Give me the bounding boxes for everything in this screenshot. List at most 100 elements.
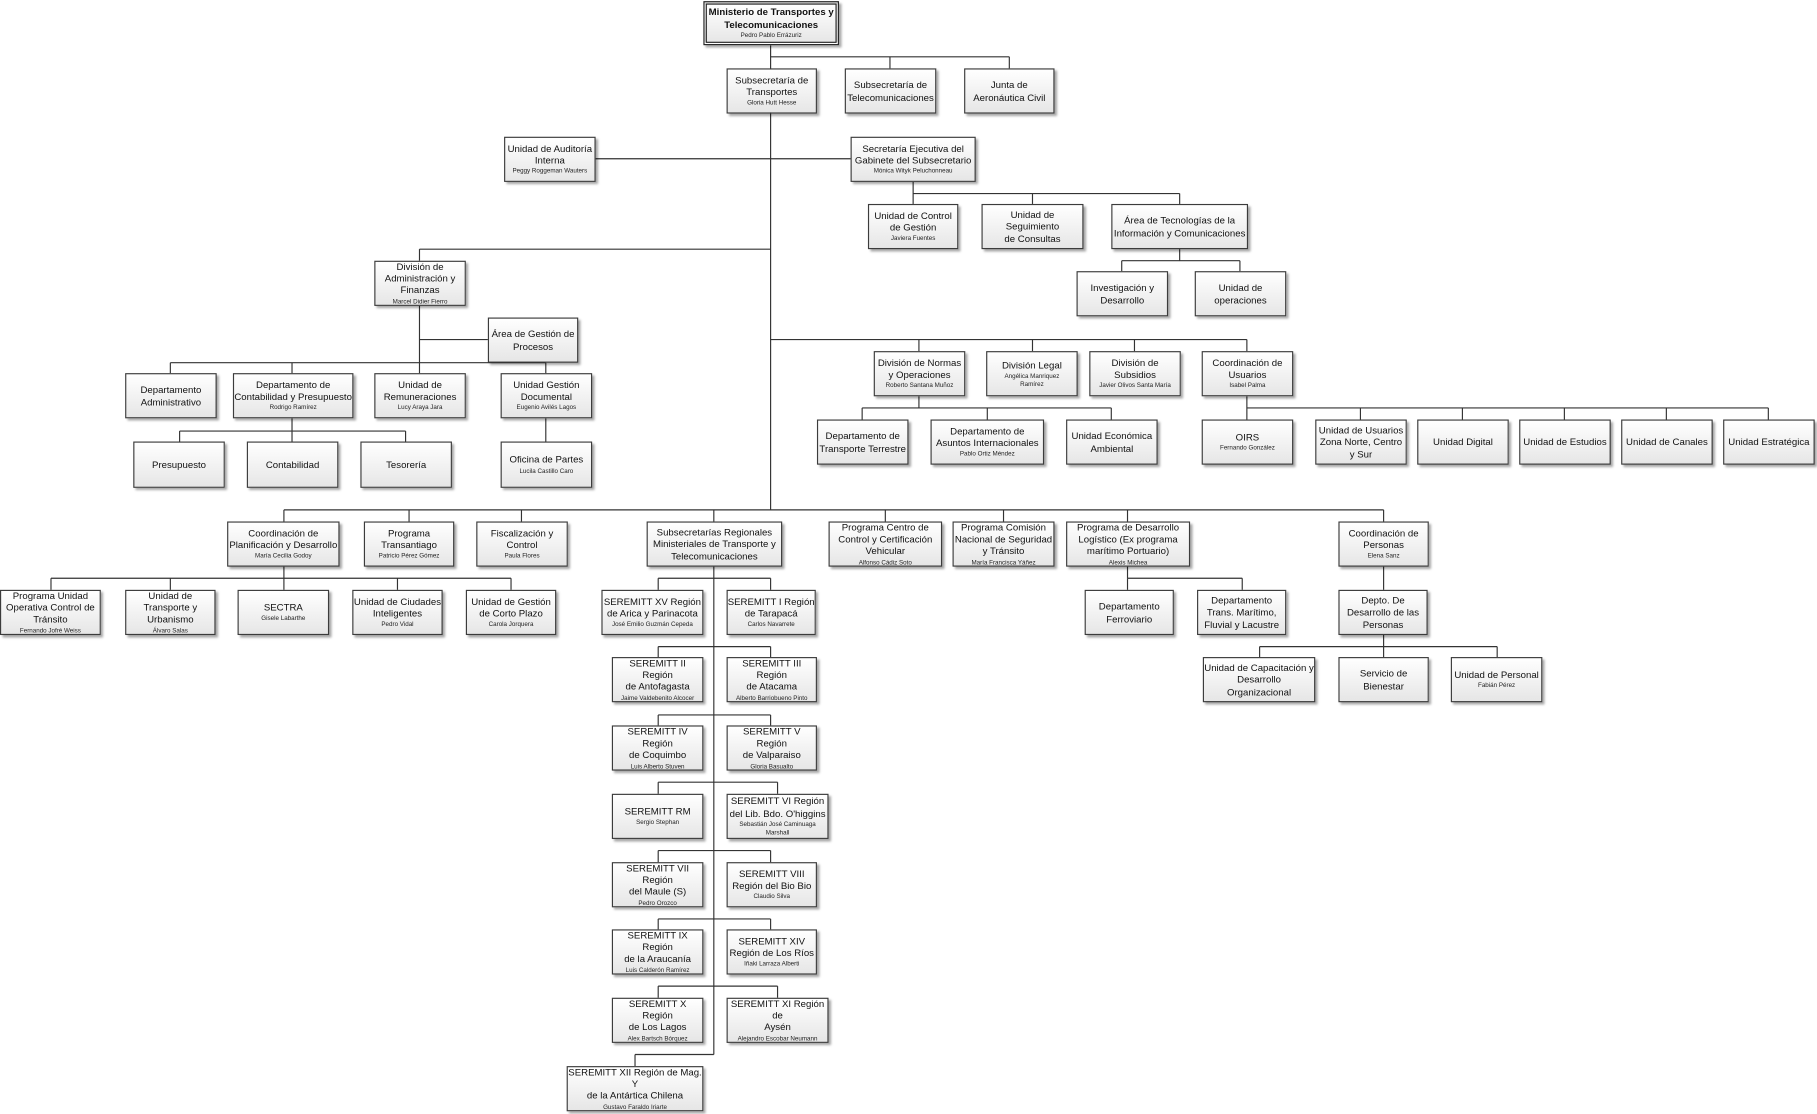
org-node-seremitt-xv[interactable]: SEREMITT XV Región de Arica y Parinacota… [601,589,704,636]
org-node-depto-terrestre[interactable]: Departamento de Transporte Terrestre [816,419,909,465]
org-node-sub-telecom[interactable]: Subsecretaría de Telecomunicaciones [844,68,937,114]
org-node-tesoreria[interactable]: Tesorería [360,441,452,488]
node-person: Lucy Araya Jara [397,404,443,412]
node-title: Área de Tecnologías de la Información y … [1113,214,1246,239]
node-title: SEREMITT XV Región de Arica y Parinacota [603,595,701,619]
org-node-contabilidad[interactable]: Contabilidad [246,441,339,488]
node-person: Javiera Fuentes [890,235,936,243]
node-title: SEREMITT RM [624,805,691,817]
node-title: Unidad de Auditoría Interna [507,142,593,166]
node-person: Alex Bartsch Bórquez [627,1035,688,1043]
node-title: Programa Unidad Operativa Control de Trá… [6,589,95,625]
org-node-unidad-estudios[interactable]: Unidad de Estudios [1519,419,1611,465]
node-person: Elena Sanz [1367,553,1400,561]
org-node-coord-planif[interactable]: Coordinación de Planificación y Desarrol… [227,521,340,567]
node-title: SEREMITT V Región de Valparaiso [742,724,801,761]
org-node-bienestar[interactable]: Servicio de Bienestar [1338,657,1429,703]
org-node-investigacion[interactable]: Investigación y Desarrollo [1076,271,1169,317]
node-title: Depto. De Desarrollo de las Personas [1346,594,1420,631]
node-title: SEREMITT VII Región del Maule (S) [626,861,690,898]
org-node-usuarios-zona[interactable]: Unidad de Usuarios Zona Norte, Centro y … [1315,419,1407,465]
org-node-seremitt-xii[interactable]: SEREMITT XII Región de Mag. Y de la Antá… [566,1065,704,1112]
org-node-operaciones[interactable]: Unidad de operaciones [1194,271,1287,317]
node-person: Paula Flores [504,553,540,561]
org-node-unidad-digital[interactable]: Unidad Digital [1417,419,1509,465]
node-title: Unidad de Transporte y Urbanismo [143,589,198,625]
node-person: Gustavo Faraldo Iriarte [603,1103,667,1111]
org-node-ferroviario[interactable]: Departamento Ferroviario [1084,589,1174,636]
org-node-depto-personas[interactable]: Depto. De Desarrollo de las Personas [1338,589,1428,636]
org-node-prog-conaset[interactable]: Programa Comisión Nacional de Seguridad … [952,521,1055,567]
node-title: Unidad de Canales [1626,436,1708,448]
org-node-seremitt-vi[interactable]: SEREMITT VI Región del Lib. Bdo. O'higgi… [726,793,829,839]
org-node-depto-contab[interactable]: Departamento de Contabilidad y Presupues… [232,373,354,419]
org-node-secretaria-ejec[interactable]: Secretaría Ejecutiva del Gabinete del Su… [850,136,976,182]
org-node-area-tic[interactable]: Área de Tecnologías de la Información y … [1111,203,1249,250]
node-title: SEREMITT XII Región de Mag. Y de la Antá… [568,1065,702,1102]
org-node-depto-admin[interactable]: Departamento Administrativo [125,373,217,419]
org-node-unidad-operativa[interactable]: Programa Unidad Operativa Control de Trá… [0,589,101,636]
org-node-ministerio[interactable]: Ministerio de Transportes y Telecomunica… [703,1,839,46]
org-node-prog-logistico[interactable]: Programa de Desarrollo Logístico (Ex pro… [1066,521,1191,567]
node-title: Unidad Económica Ambiental [1071,430,1153,454]
org-node-maritimo[interactable]: Departamento Trans. Marítimo, Fluvial y … [1197,589,1287,636]
org-node-area-procesos[interactable]: Área de Gestión de Procesos [487,317,579,363]
org-node-prog-centro[interactable]: Programa Centro de Control y Certificaci… [828,521,943,567]
node-person: Jaime Valdebenito Alcocer [621,694,695,702]
node-title: Ministerio de Transportes y Telecomunica… [708,6,834,30]
node-person: Fernando Jofré Weiss [19,627,81,635]
node-title: Unidad de Seguimiento de Consultas [1004,208,1061,245]
node-title: Departamento de Transporte Terrestre [819,430,907,454]
org-node-unidad-eco[interactable]: Unidad Económica Ambiental [1066,419,1158,465]
node-title: Departamento de Asuntos Internacionales [935,425,1039,449]
org-node-unidad-canales[interactable]: Unidad de Canales [1621,419,1713,465]
org-node-unidad-estrategica[interactable]: Unidad Estratégica [1723,419,1815,465]
node-title: SEREMITT X Región de Los Lagos [628,997,687,1033]
org-node-seguimiento[interactable]: Unidad de Seguimiento de Consultas [981,203,1084,250]
org-node-capacitacion[interactable]: Unidad de Capacitación y Desarrollo Orga… [1202,657,1316,703]
org-node-seremitt-vii[interactable]: SEREMITT VII Región del Maule (S)Pedro O… [611,861,704,908]
node-person: María Francisca Yáñez [971,559,1036,567]
node-title: Investigación y Desarrollo [1090,281,1155,306]
org-node-subsec-regionales[interactable]: Subsecretarías Regionales Ministeriales … [646,521,783,567]
node-title: SEREMITT VIII Región del Bio Bio [732,867,812,892]
node-title: División de Normas y Operaciones [877,356,962,381]
org-node-presupuesto[interactable]: Presupuesto [133,441,225,488]
org-node-junta[interactable]: Junta de Aeronáutica Civil [964,68,1055,114]
node-title: Junta de Aeronáutica Civil [973,78,1046,103]
node-title: Coordinación de Planificación y Desarrol… [229,526,338,551]
node-title: Unidad Gestión Documental [513,378,580,403]
